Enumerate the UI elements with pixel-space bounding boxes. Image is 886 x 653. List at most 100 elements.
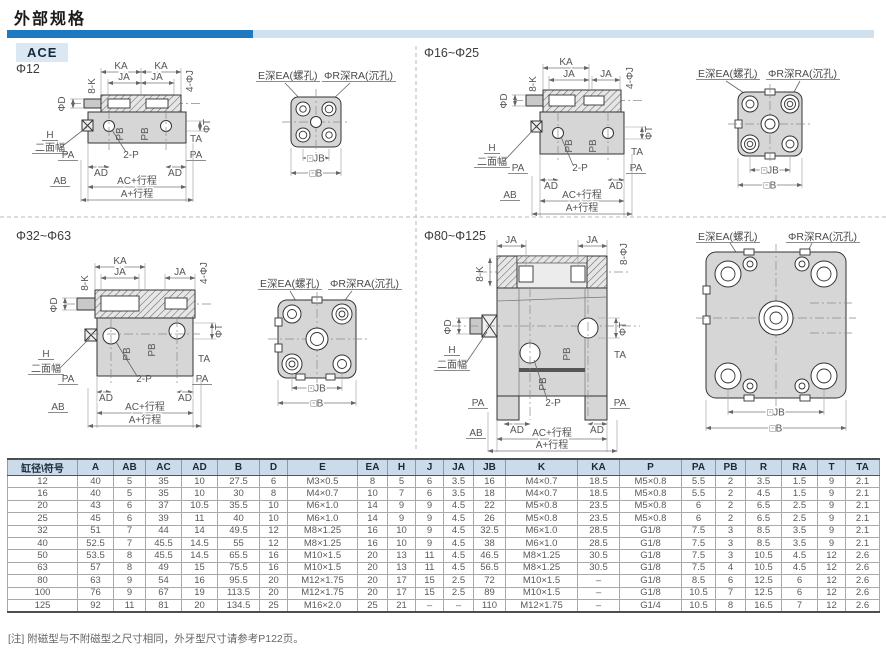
dim-label-8k: 8-K	[528, 76, 539, 92]
table-cell: 16.5	[745, 598, 782, 613]
dim-label-ka: KA	[114, 61, 128, 72]
table-cell: 35.5	[217, 499, 260, 514]
table-cell: 12	[817, 574, 846, 588]
table-cell: 11	[113, 598, 146, 613]
column-header: E	[287, 458, 358, 476]
table-cell: 6	[415, 474, 444, 489]
table-cell: 15	[181, 561, 218, 576]
dim-label-ka: KA	[154, 61, 168, 72]
table-cell: 20	[357, 586, 388, 600]
dim-label-pb: PB	[122, 347, 133, 361]
column-header: PA	[681, 458, 716, 476]
dim-label-pb: PB	[562, 347, 573, 361]
table-cell: 8	[259, 487, 288, 501]
table-cell: 2.5	[781, 499, 818, 514]
dim-label-8k: 8-K	[80, 275, 91, 291]
table-cell: 9	[817, 512, 846, 526]
counterbore-label: ΦR深RA(沉孔)	[330, 277, 399, 290]
table-cell: 14	[357, 499, 388, 514]
table-cell: 2.6	[845, 574, 880, 588]
table-cell: 9	[817, 499, 846, 514]
table-cell: 3.5	[781, 536, 818, 551]
table-cell: 1.5	[781, 487, 818, 501]
table-cell: 23.5	[577, 499, 620, 514]
column-header: TA	[845, 458, 880, 476]
dim-label-ta: TA	[631, 147, 643, 158]
column-header: AB	[113, 458, 146, 476]
panel-phi12: Φ12 KA KA JA JA 8-K 4-ΦJ ΦD	[16, 60, 396, 202]
column-header: A	[77, 458, 114, 476]
table-cell: 5	[113, 474, 146, 489]
dim-label-ad: AD	[94, 168, 108, 179]
column-header: PB	[715, 458, 746, 476]
table-cell: 12	[7, 474, 78, 489]
table-cell: 3.5	[443, 474, 474, 489]
dim-label-jb: □JB	[767, 408, 785, 419]
dim-label-ja: JA	[586, 235, 598, 246]
dim-label-ka: KA	[559, 57, 573, 68]
table-cell: 2.6	[845, 549, 880, 563]
table-cell: 8.5	[745, 524, 782, 538]
dim-label-ab: AB	[503, 190, 517, 201]
column-header: H	[387, 458, 416, 476]
dim-label-phit: ΦT	[202, 119, 213, 133]
table-cell: 23.5	[577, 512, 620, 526]
table-cell: 7.5	[681, 549, 716, 563]
table-cell: M10×1.5	[505, 586, 578, 600]
table-cell: 5.5	[681, 474, 716, 489]
table-cell: 4.5	[781, 549, 818, 563]
table-cell: 7	[781, 598, 818, 613]
counterbore-label: ΦR深RA(沉孔)	[324, 69, 393, 82]
table-cell: 1.5	[781, 474, 818, 489]
table-cell: G1/8	[619, 524, 682, 538]
table-cell: 20	[259, 574, 288, 588]
table-cell: 10.5	[745, 561, 782, 576]
dim-label-phid: ΦD	[443, 319, 454, 334]
table-cell: 80	[7, 574, 78, 588]
panel-phi80-125: Φ80~Φ125 JA JA 8-ΦJ	[424, 229, 860, 453]
table-cell: 20	[357, 549, 388, 563]
dim-label-8k: 8-K	[87, 78, 98, 94]
table-cell: 5	[113, 487, 146, 501]
table-cell: 113.5	[217, 586, 260, 600]
table-cell: 6	[715, 574, 746, 588]
table-cell: 25	[259, 598, 288, 613]
table-cell: 7.5	[681, 536, 716, 551]
table-cell: 45.5	[145, 536, 182, 551]
table-cell: 3	[715, 536, 746, 551]
bore-size-label: Φ80~Φ125	[424, 229, 486, 243]
phi16-25-side-view: KA JA JA 8-K 4-ΦJ ΦD ΦT TA H 二面幅 PA PA 2…	[474, 56, 655, 216]
page-title: 外部规格	[14, 11, 87, 28]
table-cell: 81	[145, 598, 182, 613]
table-cell: 63	[7, 561, 78, 576]
thread-hole-label: E深EA(螺孔)	[260, 277, 320, 290]
column-header: JB	[473, 458, 506, 476]
phi32-63-side-view: KA JA JA 8-K 4-ΦJ ΦD ΦT TA H 二面幅 PA PA 2…	[28, 255, 225, 428]
table-cell: 2.5	[443, 586, 474, 600]
table-cell: 10	[259, 499, 288, 514]
dim-label-a: A+行程	[566, 201, 599, 214]
table-cell: 20	[357, 574, 388, 588]
table-cell: 12	[259, 524, 288, 538]
dim-label-ad: AD	[510, 425, 524, 436]
dim-label-8k: 8-K	[475, 266, 486, 282]
dim-label-ja: JA	[600, 69, 612, 80]
table-cell: 2.6	[845, 586, 880, 600]
dim-label-ad: AD	[99, 393, 113, 404]
table-cell: 6	[113, 499, 146, 514]
thread-hole-label: E深EA(螺孔)	[258, 69, 318, 82]
dim-label-flat: 二面幅	[35, 141, 65, 154]
dim-label-phid: ΦD	[57, 96, 68, 111]
column-header: EA	[357, 458, 388, 476]
table-cell: M6×1.0	[287, 512, 358, 526]
table-cell: 6	[415, 487, 444, 501]
dim-label-ac: AC+行程	[562, 188, 602, 201]
dim-label-pb: PB	[115, 127, 126, 141]
dim-label-4phij: 4-ΦJ	[185, 70, 196, 92]
accent-bar-light	[253, 30, 874, 38]
table-cell: 2.6	[845, 561, 880, 576]
dim-label-jb: □JB	[307, 154, 325, 165]
dim-label-pa: PA	[190, 150, 203, 161]
